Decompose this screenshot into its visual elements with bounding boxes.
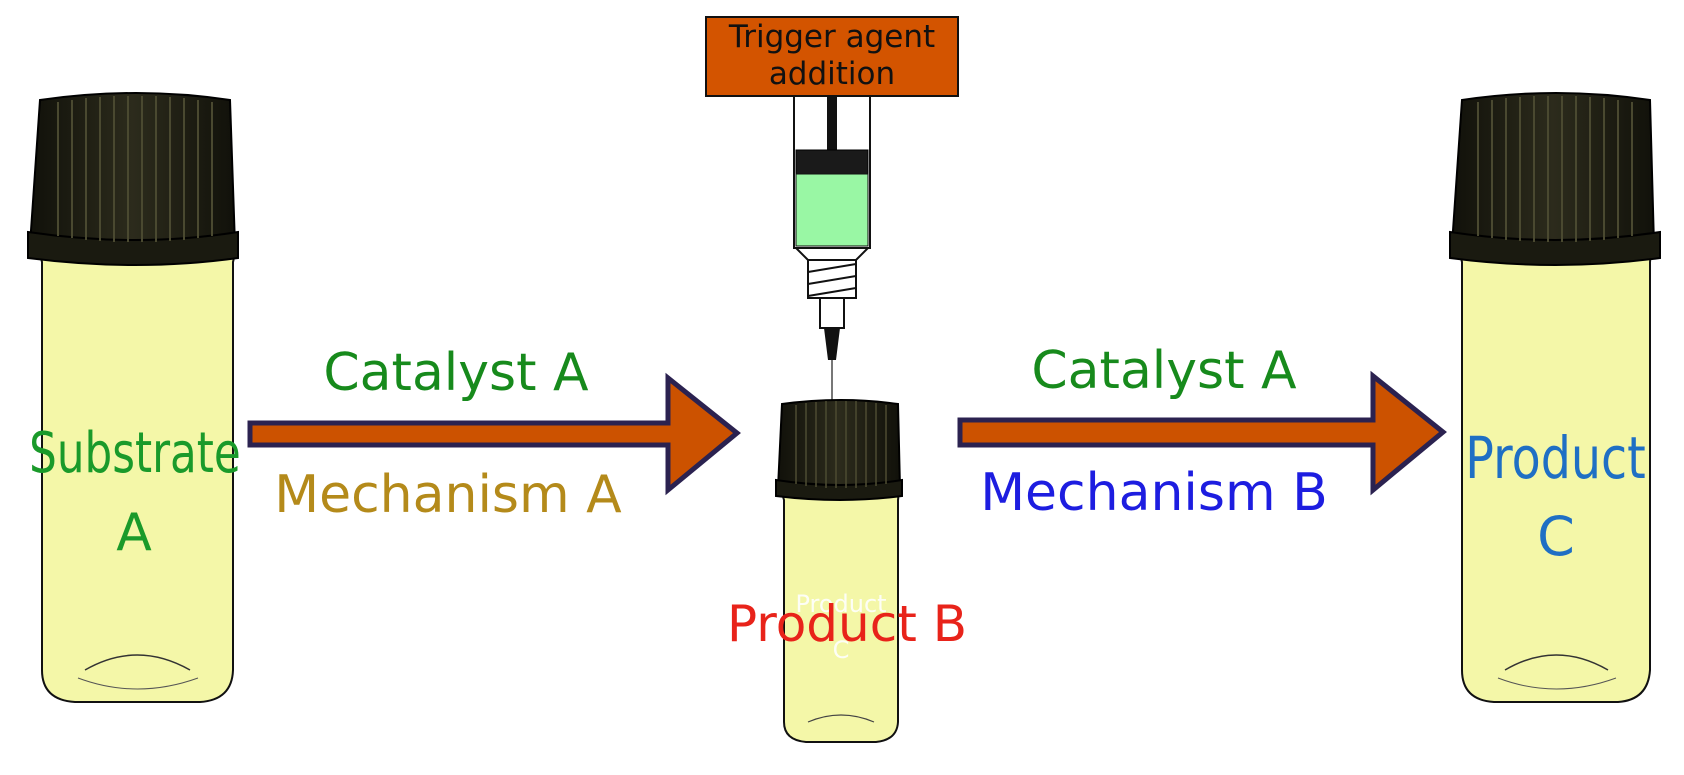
vial-faint-label-line2: C [833,636,850,664]
syringe-hub [819,297,845,329]
arrow-shape [247,372,741,496]
vial-bottom-curve [84,654,191,671]
vial-label-line1: Product [1465,424,1646,492]
trigger-label-line1: Trigger agent [728,19,935,55]
product-b-label: Product B [727,595,967,653]
trigger-label-box [705,16,959,97]
syringe-tip [793,247,871,261]
vial-label-line2: C [1537,505,1575,568]
vial-substrate-a: Substrate A [27,92,241,703]
vial-label-line1: Substrate [29,420,241,486]
syringe-plunger-rod [827,96,837,156]
arrow-right-catalyst-label: Catalyst A [1031,341,1297,401]
arrow-left-mechanism-label: Mechanism A [274,465,622,525]
arrow-right-mechanism-label: Mechanism B [980,463,1328,523]
vial-label-line2: A [116,503,152,563]
vial-bottom-curve [807,714,875,723]
trigger-label-line2: addition [769,56,895,92]
vial-faint-label-line1: Product [795,590,886,618]
vial-bottom-curve [77,677,199,690]
syringe-liquid [795,173,869,247]
luer-thread [807,263,857,297]
arrow-left: Catalyst A Mechanism A [247,343,741,525]
syringe-plunger-head [795,149,869,175]
arrow-right: Catalyst A Mechanism B [957,341,1447,523]
vial-bottom-curve [1497,677,1617,690]
syringe-needle-base [824,328,840,360]
syringe: Trigger agent addition [705,16,959,400]
arrow-shape [957,370,1447,496]
vial-product-b: Product C Product B [727,399,967,743]
vial-cap [27,92,239,266]
vial-cap [775,399,903,501]
vial-product-c: Product C [1449,92,1661,703]
vial-bottom-curve [1504,654,1609,671]
arrow-left-catalyst-label: Catalyst A [323,343,589,403]
vial-cap [1449,92,1661,266]
